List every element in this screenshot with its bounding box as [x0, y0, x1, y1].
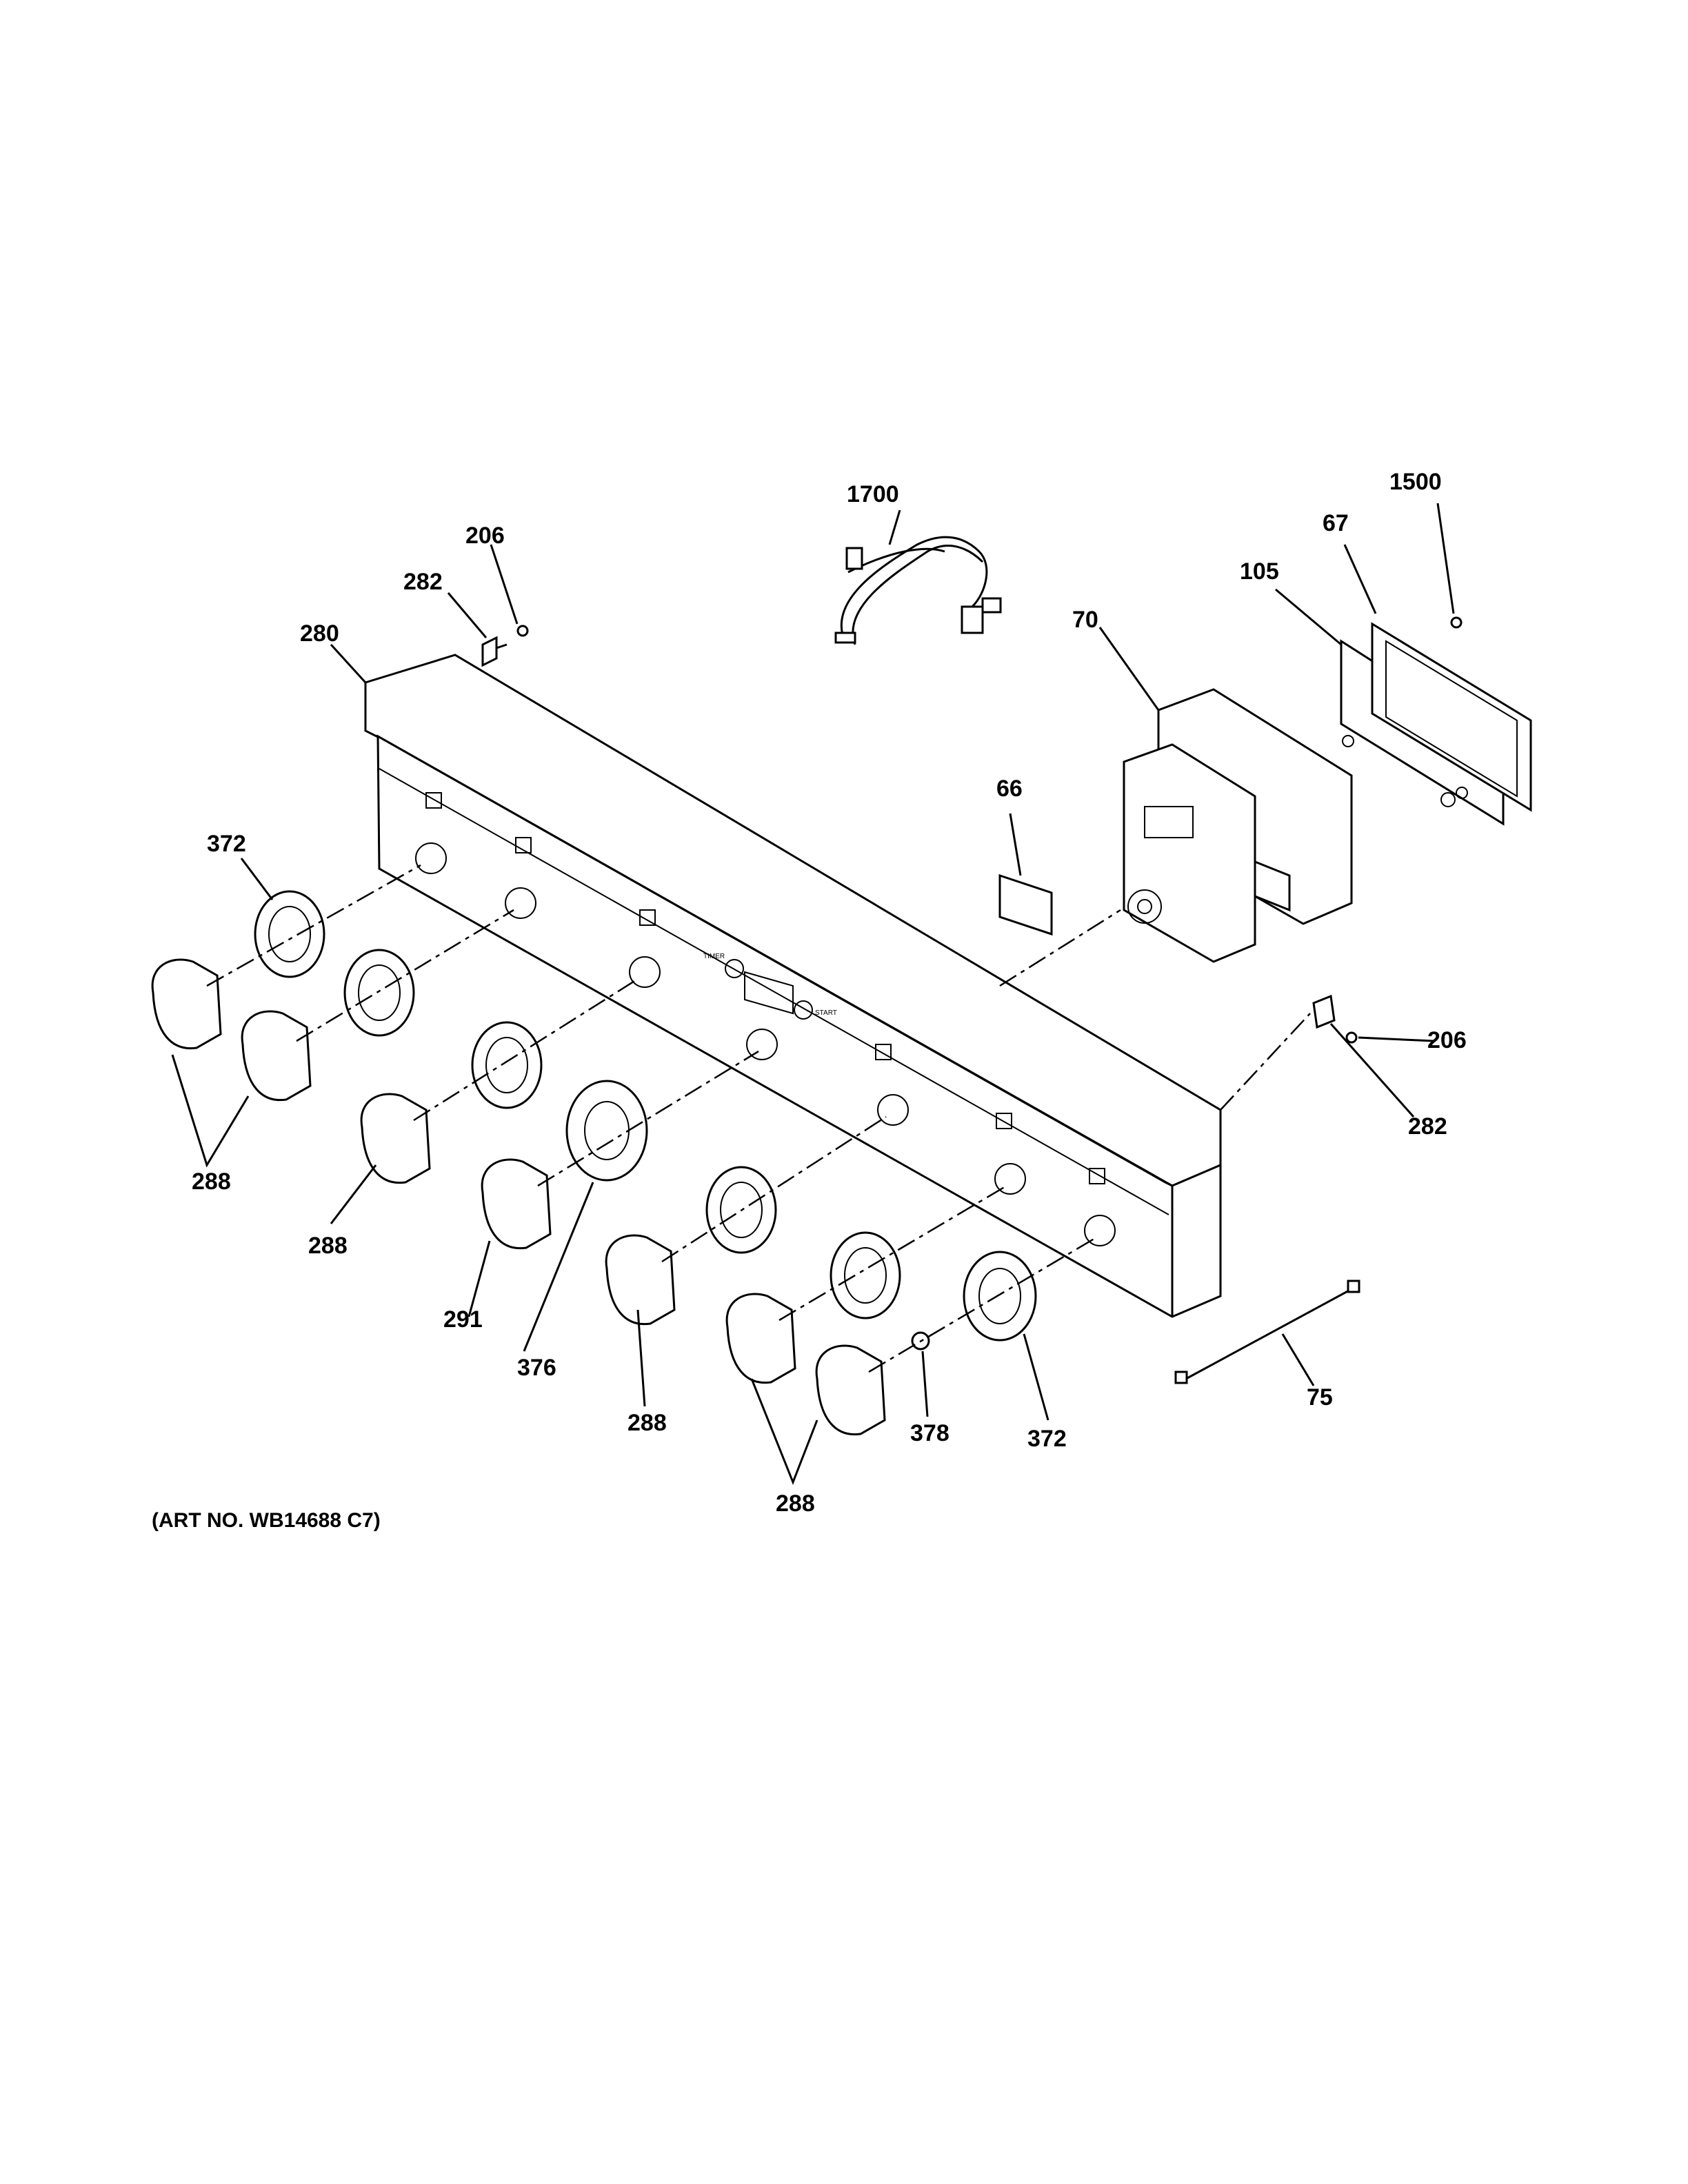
oven-control-70	[1123, 688, 1353, 963]
control-panel: TIMER START	[364, 654, 1222, 1318]
screw-206-right	[1345, 1031, 1358, 1044]
label-378: 378	[910, 1420, 950, 1446]
bracket-282-right	[1312, 994, 1358, 1044]
bracket-282-top	[481, 625, 529, 667]
label-1700: 1700	[847, 481, 899, 507]
label-67: 67	[1323, 510, 1349, 536]
label-282-right: 282	[1408, 1113, 1447, 1140]
art-number: (ART NO. WB14688 C7)	[152, 1509, 381, 1532]
label-376: 376	[517, 1355, 556, 1381]
label-288-b: 288	[308, 1233, 348, 1259]
start-label: START	[815, 1009, 837, 1017]
label-206-top: 206	[465, 523, 505, 549]
leader-lines	[171, 503, 1455, 1486]
alignment-lines	[206, 864, 1311, 1373]
label-372-left: 372	[207, 831, 246, 857]
label-288-d: 288	[776, 1490, 815, 1517]
label-288-c: 288	[627, 1410, 667, 1436]
screw-1500	[1450, 616, 1463, 629]
wire-harness-1700	[834, 536, 1002, 645]
label-206-right: 206	[1427, 1027, 1467, 1053]
label-280: 280	[300, 620, 339, 647]
wire-75	[1174, 1280, 1360, 1384]
knobs	[151, 958, 930, 1436]
label-66: 66	[996, 776, 1023, 802]
label-372-right: 372	[1027, 1426, 1067, 1452]
label-70: 70	[1072, 607, 1098, 633]
window-66	[998, 873, 1053, 936]
label-288-a: 288	[192, 1169, 231, 1195]
bezels	[254, 890, 1037, 1342]
screw-206-top	[516, 625, 529, 637]
label-291: 291	[443, 1306, 483, 1333]
callout-labels: 1700 1500 67 105 206 282 280 70 66 372 2…	[192, 469, 1467, 1517]
label-105: 105	[1240, 558, 1279, 585]
timer-label: TIMER	[703, 953, 725, 960]
label-75: 75	[1307, 1384, 1333, 1410]
label-1500: 1500	[1389, 469, 1442, 495]
bracket-67	[1371, 616, 1532, 812]
label-282-top: 282	[403, 569, 443, 595]
